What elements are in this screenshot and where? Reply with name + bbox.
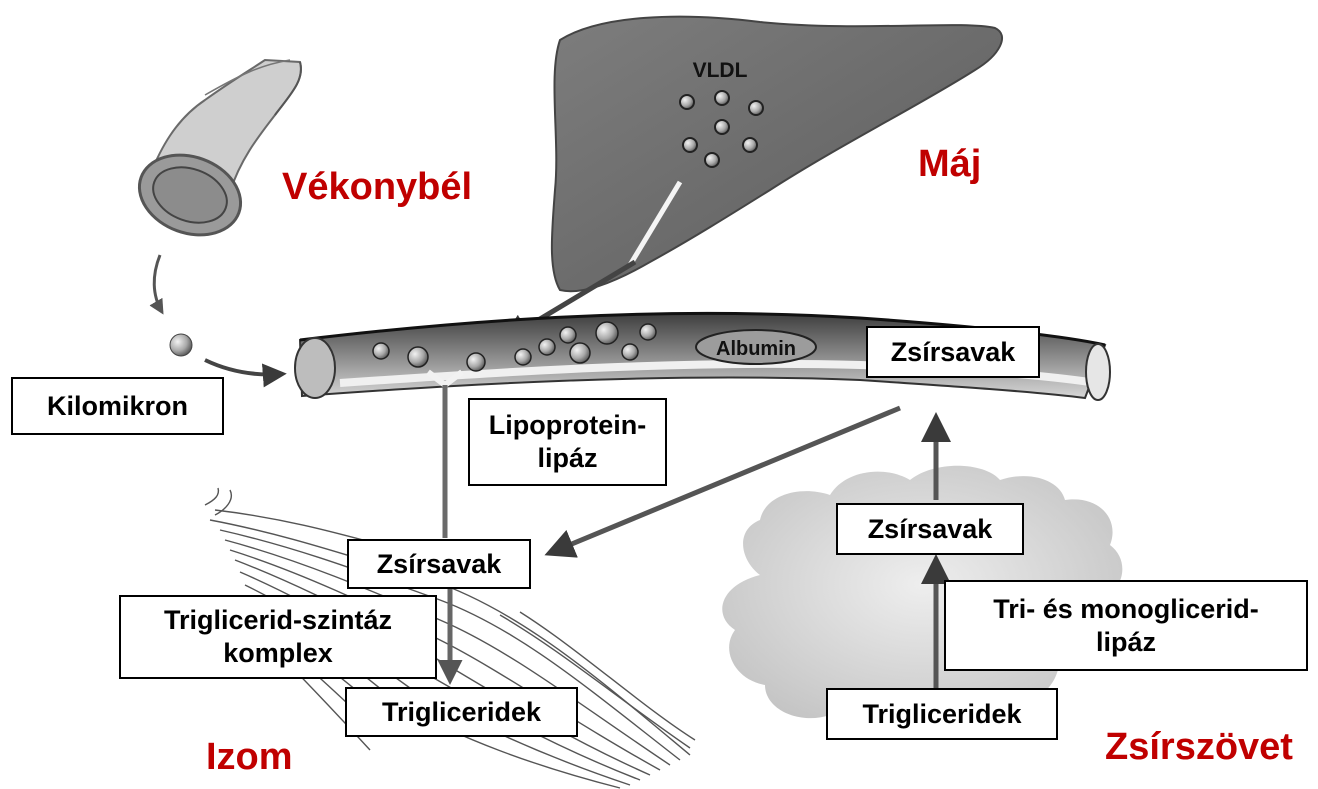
box-adipose-fatty-acids: Zsírsavak	[836, 503, 1024, 555]
box-tri-mono-lipase-line1: Tri- és monoglicerid-	[993, 593, 1259, 626]
organ-label-small-intestine: Vékonybél	[282, 168, 472, 206]
box-lipoprotein-lipase-line2: lipáz	[537, 442, 597, 475]
box-adipose-triglycerides: Trigliceridek	[826, 688, 1058, 740]
box-muscle-fatty-acids: Zsírsavak	[347, 539, 531, 589]
organ-label-adipose: Zsírszövet	[1105, 728, 1293, 766]
box-tg-synthase-line2: komplex	[223, 637, 333, 670]
albumin-label: Albumin	[716, 338, 796, 360]
small-intestine-illustration	[128, 60, 301, 248]
organ-label-liver: Máj	[918, 145, 981, 183]
chylomicron-to-vessel-arrow	[205, 360, 282, 374]
box-vessel-fatty-acids: Zsírsavak	[866, 326, 1040, 378]
organ-label-muscle: Izom	[206, 738, 293, 776]
intestine-to-chylomicron-arrow	[154, 255, 162, 312]
box-lipoprotein-lipase: Lipoprotein- lipáz	[468, 398, 667, 486]
box-tg-synthase-complex: Triglicerid-szintáz komplex	[119, 595, 437, 679]
box-tg-synthase-line1: Triglicerid-szintáz	[164, 604, 392, 637]
box-muscle-triglycerides-text: Trigliceridek	[382, 696, 541, 729]
chylomicron-particle	[170, 334, 192, 356]
box-lipoprotein-lipase-line1: Lipoprotein-	[489, 409, 646, 442]
box-tri-mono-lipase: Tri- és monoglicerid- lipáz	[944, 580, 1308, 671]
box-muscle-fatty-acids-text: Zsírsavak	[377, 548, 502, 581]
box-chylomicron-text: Kilomikron	[47, 390, 188, 423]
box-tri-mono-lipase-line2: lipáz	[1096, 626, 1156, 659]
box-vessel-fatty-acids-text: Zsírsavak	[891, 336, 1016, 369]
vldl-label: VLDL	[693, 59, 748, 82]
box-chylomicron: Kilomikron	[11, 377, 224, 435]
box-adipose-triglycerides-text: Trigliceridek	[862, 698, 1021, 731]
box-muscle-triglycerides: Trigliceridek	[345, 687, 578, 737]
box-adipose-fatty-acids-text: Zsírsavak	[868, 513, 993, 546]
